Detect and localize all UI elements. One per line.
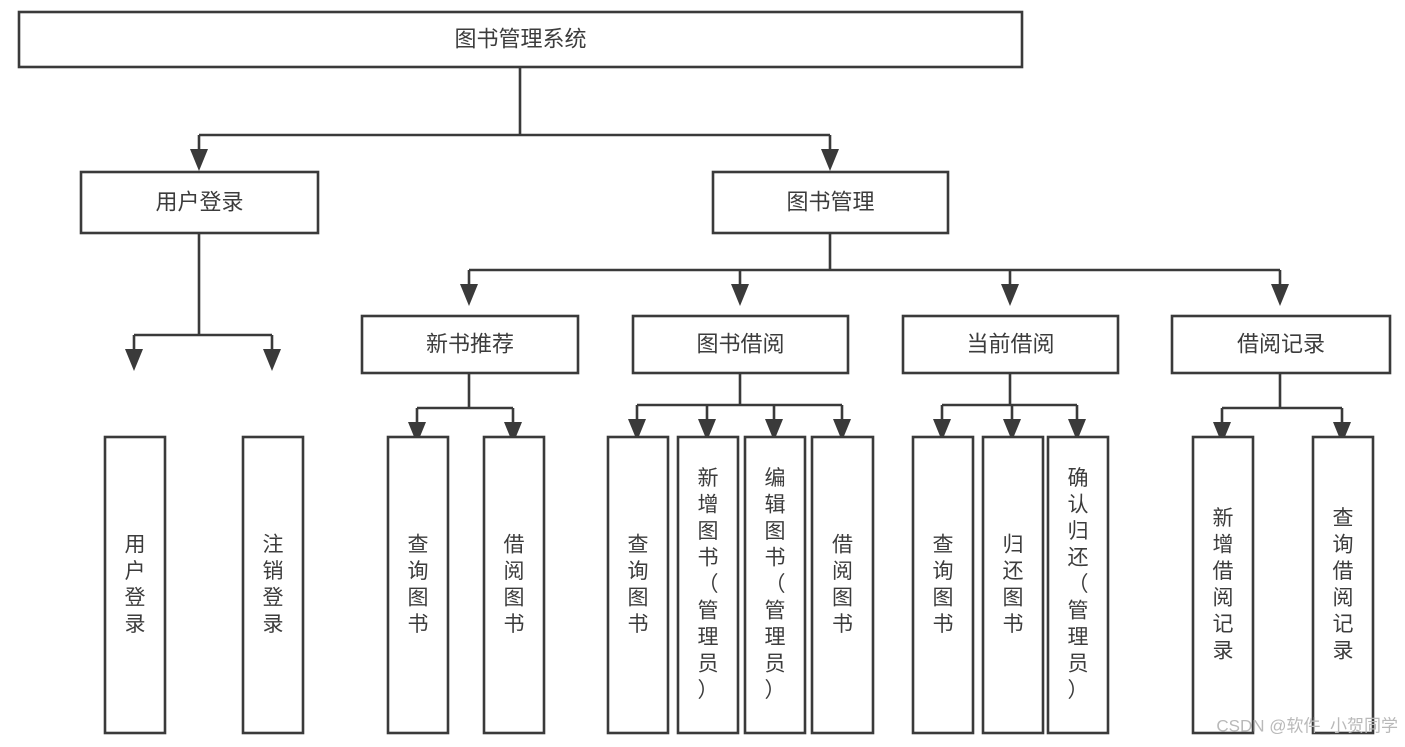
node-label: 图书管理 [786, 189, 874, 214]
node-box [901, 314, 1120, 375]
node-box [1311, 435, 1375, 735]
connector-user-login [125, 233, 281, 371]
node-label: 新增图书（管理员） [698, 467, 719, 702]
node-box [1170, 314, 1392, 375]
node-box [103, 435, 167, 735]
connector-book-manage [460, 233, 1289, 306]
node-new-book-recommend[interactable]: 新书推荐 [360, 314, 580, 375]
node-box [743, 435, 807, 735]
node-label: 确认归还（管理员） [1068, 467, 1089, 702]
node-box [17, 10, 1024, 69]
node-leaf-borrow-book-1[interactable]: 借阅图书 [482, 435, 546, 735]
node-box [79, 170, 320, 235]
node-box [711, 170, 950, 235]
node-box [1046, 435, 1110, 735]
node-label: 注销登录 [263, 533, 284, 636]
node-leaf-borrow-book-2[interactable]: 借阅图书 [810, 435, 875, 735]
node-label: 借阅图书 [504, 533, 525, 636]
node-label: 借阅记录 [1237, 331, 1325, 356]
node-label: 用户登录 [155, 189, 243, 214]
node-box [482, 435, 546, 735]
node-user-login[interactable]: 用户登录 [79, 170, 320, 235]
node-box [911, 435, 975, 735]
node-box [631, 314, 850, 375]
node-current-borrow[interactable]: 当前借阅 [901, 314, 1120, 375]
node-box [676, 435, 740, 735]
node-leaf-user-login[interactable]: 用户登录 [103, 435, 167, 735]
node-leaf-add-book[interactable]: 新增图书（管理员） [676, 435, 740, 735]
node-borrow-record[interactable]: 借阅记录 [1170, 314, 1392, 375]
node-label: 查询图书 [933, 533, 954, 636]
node-root[interactable]: 图书管理系统 [17, 10, 1024, 69]
connector-new-book-recommend [408, 373, 522, 444]
node-label: 图书借阅 [696, 331, 784, 356]
connector-current-borrow [933, 373, 1086, 441]
connectors-layer [125, 67, 1351, 444]
nodes-layer: 图书管理系统用户登录图书管理新书推荐图书借阅当前借阅借阅记录用户登录注销登录查询… [17, 10, 1392, 735]
node-box [810, 435, 875, 735]
node-leaf-query-record[interactable]: 查询借阅记录 [1311, 435, 1375, 735]
node-book-manage[interactable]: 图书管理 [711, 170, 950, 235]
node-label: 编辑图书（管理员） [765, 467, 786, 702]
node-leaf-user-logout[interactable]: 注销登录 [241, 435, 305, 735]
node-leaf-confirm-return[interactable]: 确认归还（管理员） [1046, 435, 1110, 735]
node-label: 查询借阅记录 [1333, 506, 1354, 662]
connector-root [190, 67, 839, 171]
connector-borrow-record [1213, 373, 1351, 444]
node-label: 借阅图书 [832, 533, 853, 636]
csdn-watermark: CSDN @软件_小贺同学 [1216, 716, 1398, 735]
node-label: 查询图书 [628, 533, 649, 636]
node-leaf-return-book[interactable]: 归还图书 [981, 435, 1045, 735]
node-box [981, 435, 1045, 735]
node-leaf-query-book-3[interactable]: 查询图书 [911, 435, 975, 735]
node-label: 新书推荐 [426, 331, 514, 356]
node-book-borrow[interactable]: 图书借阅 [631, 314, 850, 375]
node-leaf-add-record[interactable]: 新增借阅记录 [1191, 435, 1255, 735]
node-leaf-query-book-1[interactable]: 查询图书 [386, 435, 450, 735]
node-box [606, 435, 670, 735]
node-label: 查询图书 [408, 533, 429, 636]
node-label: 当前借阅 [966, 331, 1054, 356]
node-box [241, 435, 305, 735]
node-box [1191, 435, 1255, 735]
node-label: 归还图书 [1003, 533, 1024, 636]
connector-book-borrow [628, 373, 851, 441]
node-label: 图书管理系统 [454, 26, 586, 51]
node-label: 新增借阅记录 [1213, 506, 1234, 662]
node-leaf-edit-book[interactable]: 编辑图书（管理员） [743, 435, 807, 735]
node-box [360, 314, 580, 375]
node-box [386, 435, 450, 735]
node-label: 用户登录 [125, 533, 146, 636]
node-leaf-query-book-2[interactable]: 查询图书 [606, 435, 670, 735]
